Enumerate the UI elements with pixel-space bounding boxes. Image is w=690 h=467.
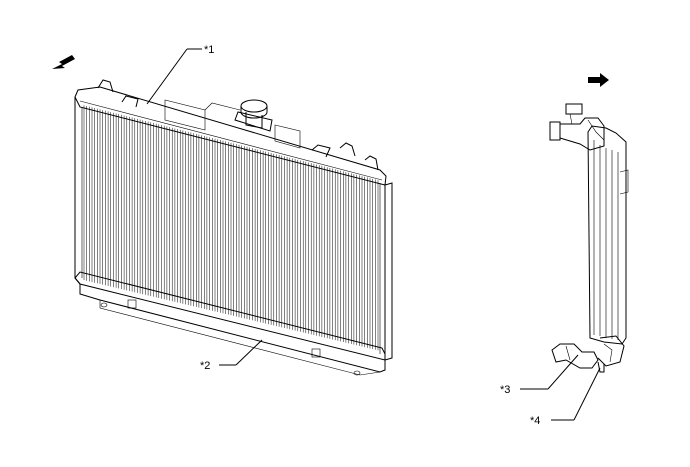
callout-label-4: *4	[530, 415, 540, 427]
callout-3: *3	[500, 354, 579, 396]
callout-4: *4	[530, 367, 601, 427]
arrow-left-down-icon	[52, 55, 75, 69]
callout-1: *1	[146, 44, 214, 105]
callout-label-1: *1	[204, 44, 214, 56]
callout-2: *2	[200, 339, 263, 372]
radiator-front-view	[74, 79, 393, 376]
arrow-right-icon	[588, 73, 609, 87]
callout-label-3: *3	[500, 384, 510, 396]
radiator-side-view	[549, 103, 629, 373]
callout-label-2: *2	[200, 360, 210, 372]
